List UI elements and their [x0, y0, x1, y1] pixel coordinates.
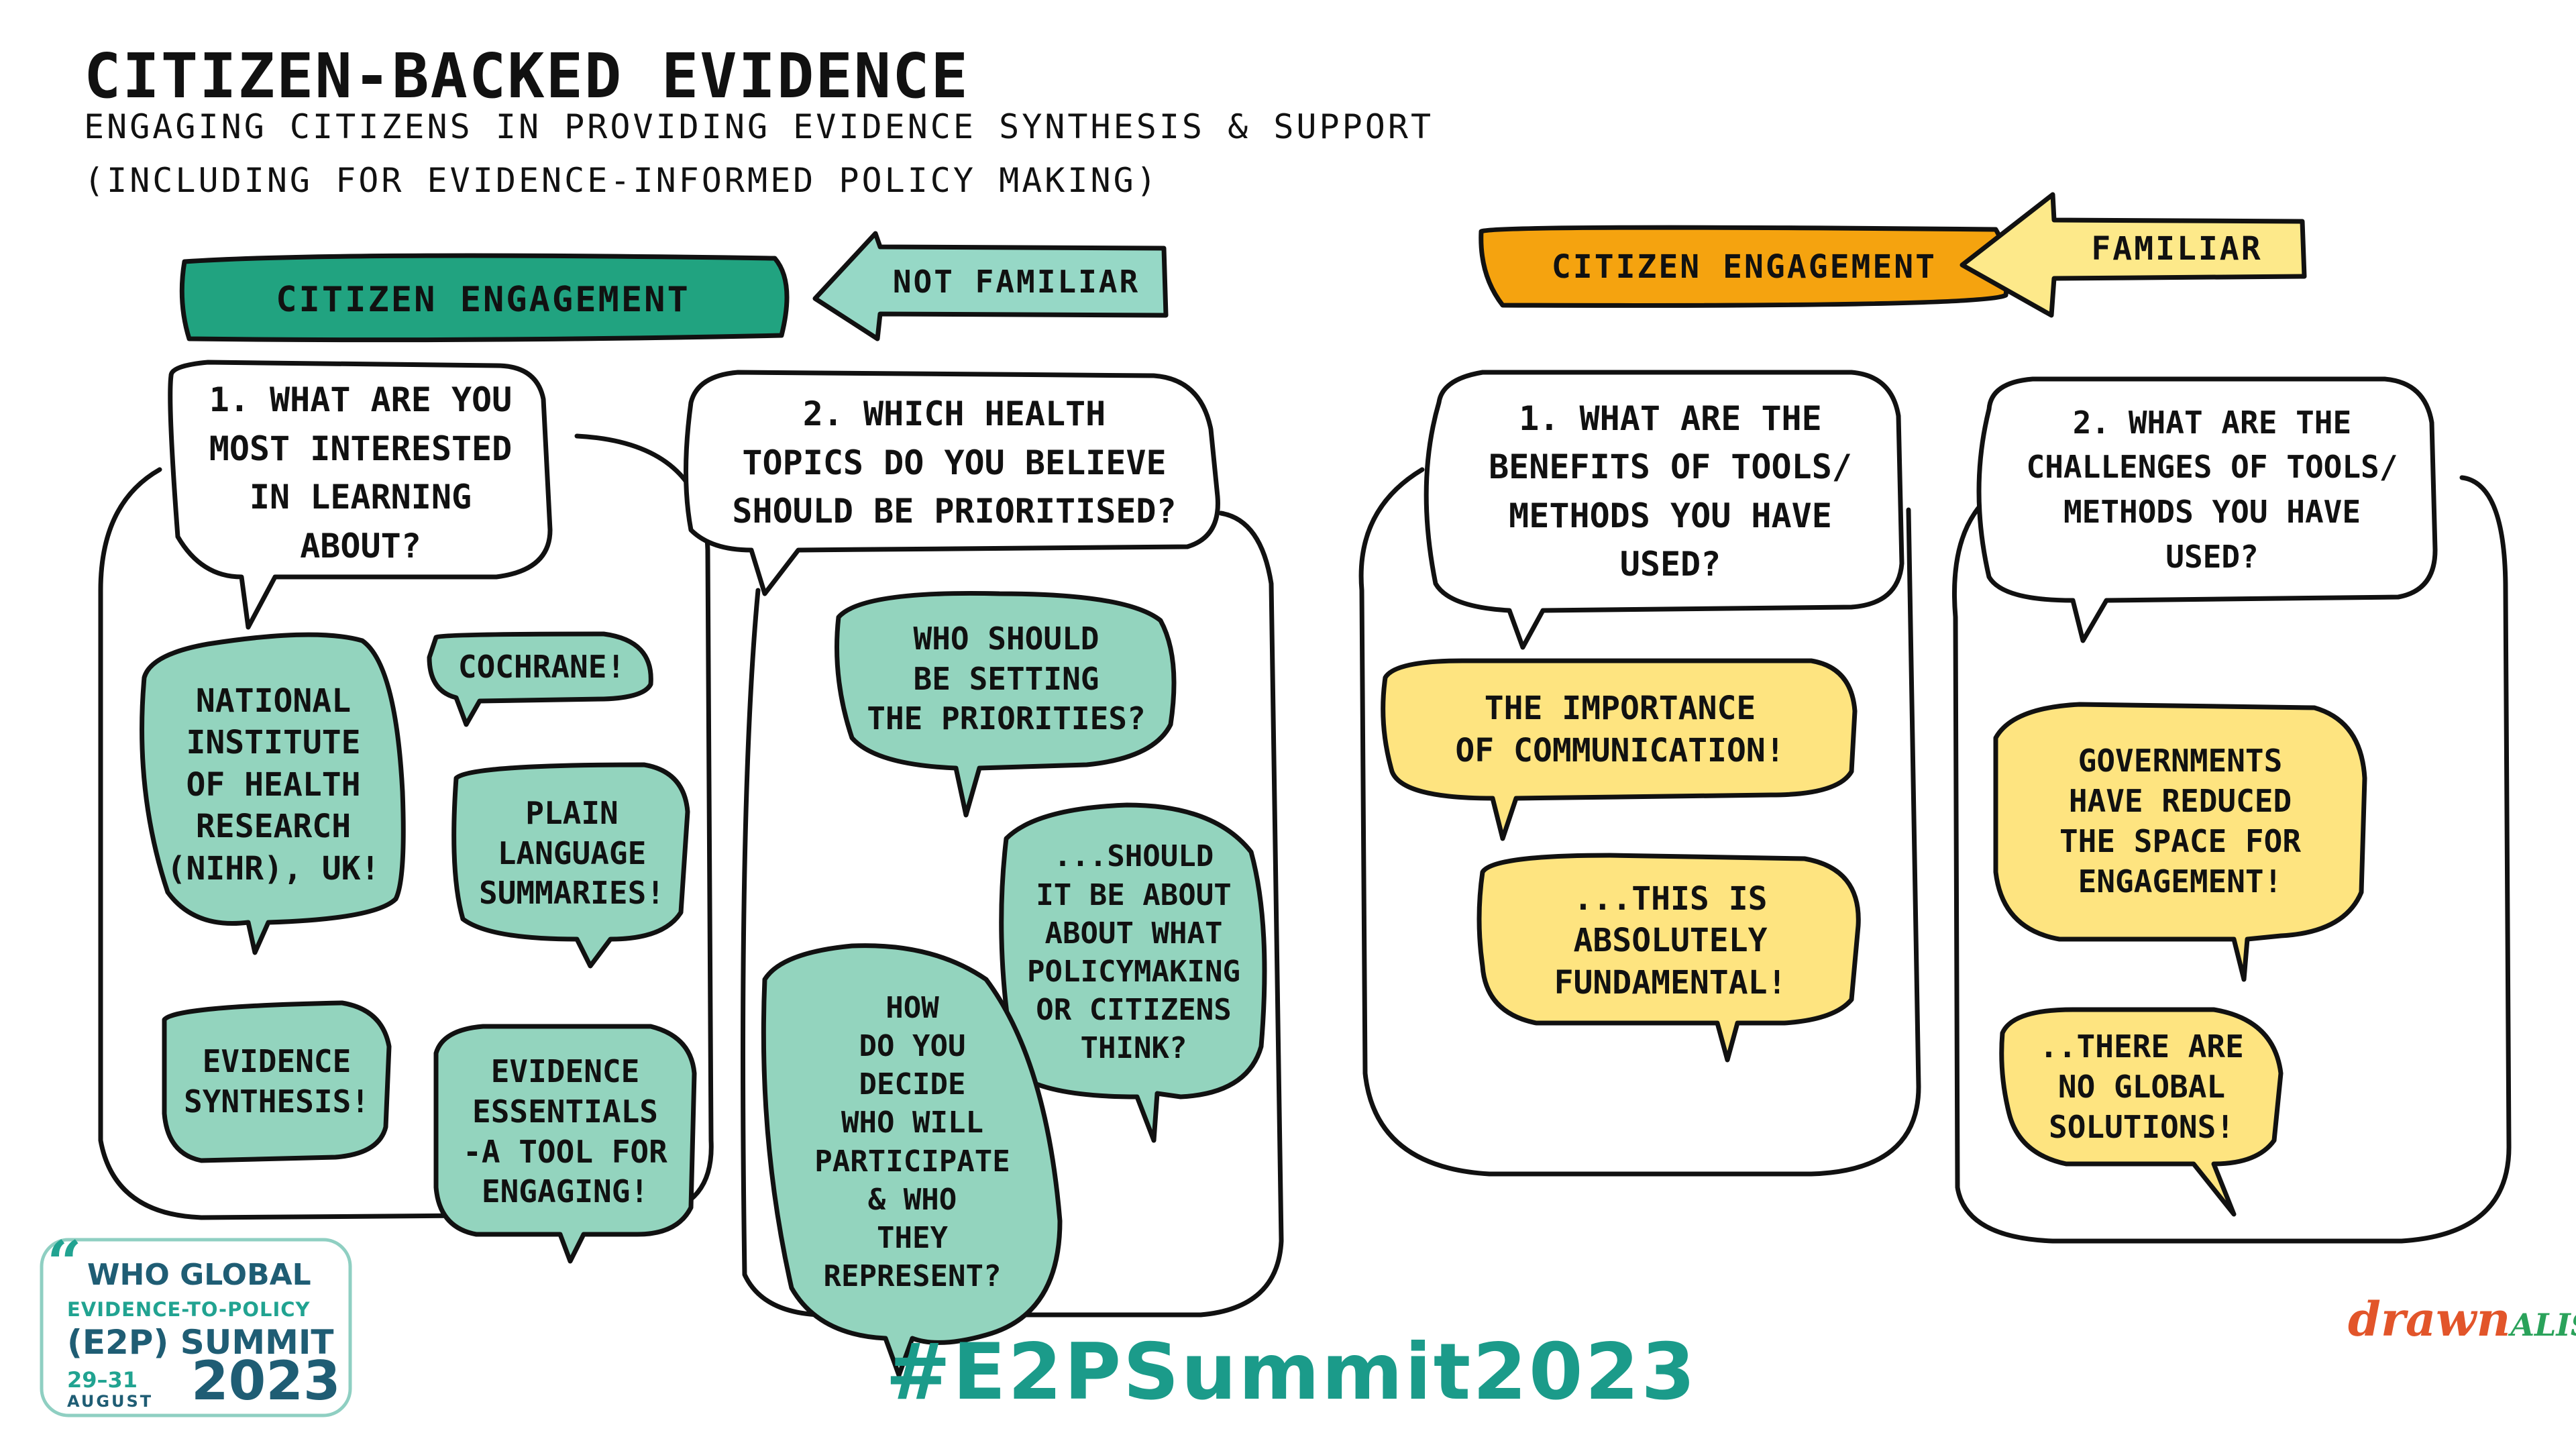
- who-logo-frame: [40, 1238, 352, 1417]
- brand-signature: drawnALISM: [2348, 1291, 2576, 1347]
- plain-language-bubble: [451, 762, 690, 969]
- left-q2-container: [741, 511, 1284, 1318]
- logo-line-2: EVIDENCE-TO-POLICY: [67, 1298, 311, 1321]
- no-global-solutions-bubble: [1999, 1007, 2284, 1217]
- nihr-note: NATIONAL INSTITUTE OF HEALTH RESEARCH (N…: [166, 682, 380, 888]
- brand-part-1: drawn: [2348, 1291, 2511, 1347]
- evidence-essentials-note: EVIDENCE ESSENTIALS -A TOOL FOR ENGAGING…: [463, 1053, 667, 1210]
- right-q1-bubble: [1424, 370, 1904, 650]
- left-question-1: 1. WHAT ARE YOU MOST INTERESTED IN LEARN…: [209, 380, 513, 566]
- nihr-bubble: [140, 632, 406, 955]
- logo-dates: 29–31: [67, 1367, 138, 1393]
- right-q2-container: [1951, 475, 2512, 1244]
- left-engagement-label-bg: [179, 253, 790, 343]
- governments-reduced-bubble: [1993, 702, 2367, 982]
- logo-line-1: WHO GLOBAL: [87, 1258, 311, 1292]
- absolutely-fundamental-note: ...THIS IS ABSOLUTELY FUNDAMENTAL!: [1554, 879, 1787, 1002]
- how-decide-bubble: [761, 943, 1063, 1378]
- who-setting-priorities-note: WHO SHOULD BE SETTING THE PRIORITIES?: [867, 620, 1146, 737]
- evidence-synthesis-bubble: [162, 1000, 392, 1163]
- cochrane-note: COCHRANE!: [458, 649, 626, 686]
- quote-mark-icon: “: [47, 1228, 82, 1299]
- evidence-synthesis-note: EVIDENCE SYNTHESIS!: [184, 1042, 370, 1120]
- right-arrow-label: FAMILIAR: [2091, 230, 2263, 268]
- brand-part-2: ALISM: [2510, 1307, 2576, 1343]
- right-q2-bubble: [1976, 376, 2438, 643]
- plain-language-note: PLAIN LANGUAGE SUMMARIES!: [479, 794, 665, 912]
- left-arrow-not-familiar: [812, 231, 1169, 341]
- logo-line-3: (E2P) SUMMIT: [67, 1323, 334, 1362]
- right-engagement-label-bg: [1479, 225, 2010, 308]
- page-subtitle-line2: (INCLUDING FOR EVIDENCE-INFORMED POLICY …: [84, 161, 1159, 200]
- left-arrow-label: NOT FAMILIAR: [892, 264, 1140, 300]
- right-question-1: 1. WHAT ARE THE BENEFITS OF TOOLS/ METHO…: [1489, 398, 1852, 584]
- should-it-be-about-note: ...SHOULD IT BE ABOUT ABOUT WHAT POLICYM…: [1027, 839, 1240, 1066]
- how-decide-note: HOW DO YOU DECIDE WHO WILL PARTICIPATE &…: [814, 990, 1010, 1294]
- logo-month: AUGUST: [67, 1392, 154, 1411]
- left-engagement-label: CITIZEN ENGAGEMENT: [276, 280, 690, 320]
- left-question-2: 2. WHICH HEALTH TOPICS DO YOU BELIEVE SH…: [732, 394, 1177, 531]
- evidence-essentials-bubble: [433, 1024, 697, 1264]
- page-subtitle-line1: ENGAGING CITIZENS IN PROVIDING EVIDENCE …: [84, 107, 1434, 146]
- left-q1-bubble: [168, 360, 553, 630]
- importance-communication-note: THE IMPORTANCE OF COMMUNICATION!: [1455, 690, 1785, 769]
- governments-reduced-note: GOVERNMENTS HAVE REDUCED THE SPACE FOR E…: [2059, 743, 2302, 900]
- page-title: CITIZEN-BACKED EVIDENCE: [84, 40, 969, 112]
- right-q1-container: [1358, 467, 1921, 1177]
- no-global-solutions-note: ..THERE ARE NO GLOBAL SOLUTIONS!: [2039, 1028, 2244, 1145]
- right-arrow-familiar: [1960, 192, 2307, 318]
- importance-communication-bubble: [1381, 658, 1858, 841]
- who-setting-priorities-bubble: [835, 590, 1177, 818]
- logo-year: 2023: [191, 1350, 341, 1412]
- right-engagement-label: CITIZEN ENGAGEMENT: [1551, 248, 1937, 286]
- right-question-2: 2. WHAT ARE THE CHALLENGES OF TOOLS/ MET…: [2026, 404, 2398, 575]
- left-q2-bubble: [684, 370, 1220, 596]
- summit-hashtag: #E2PSummit2023: [885, 1326, 1698, 1417]
- absolutely-fundamental-bubble: [1477, 853, 1861, 1063]
- cochrane-bubble: [427, 631, 653, 727]
